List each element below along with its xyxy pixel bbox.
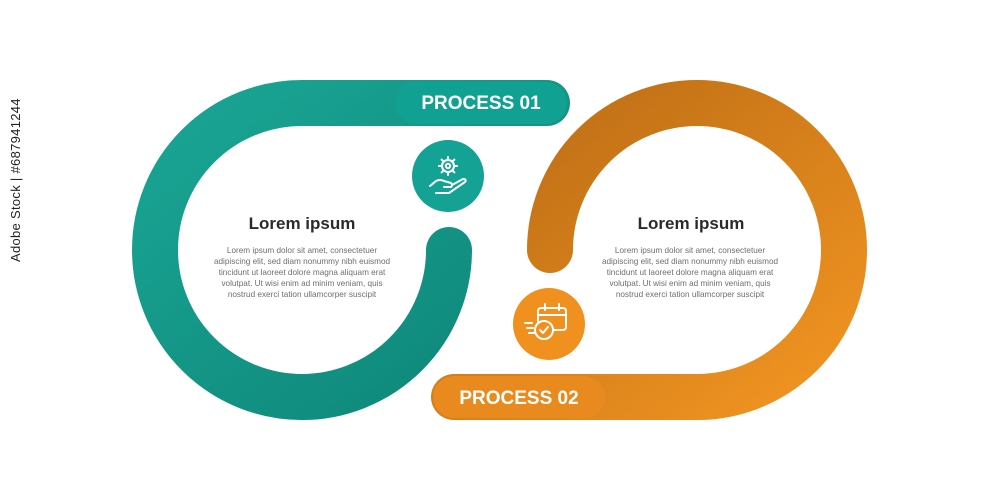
process-1-body: Lorem ipsum dolor sit amet, consectetuer… <box>213 246 391 299</box>
process-2-loop <box>431 80 867 420</box>
process-1-heading: Lorem ipsum <box>248 214 356 233</box>
process-1-loop <box>132 80 570 420</box>
process-2-label: PROCESS 02 <box>459 388 578 409</box>
process-1-label-pill: PROCESS 01 <box>395 82 567 124</box>
stock-watermark: Adobe Stock | #687941244 <box>8 98 23 262</box>
process-2-heading: Lorem ipsum <box>637 214 745 233</box>
calendar-clock-check-icon <box>513 288 585 360</box>
process-2-body: Lorem ipsum dolor sit amet, consectetuer… <box>601 246 779 299</box>
hand-gear-icon <box>412 140 484 212</box>
process-1-label: PROCESS 01 <box>421 93 541 114</box>
process-2-label-pill: PROCESS 02 <box>433 376 605 418</box>
